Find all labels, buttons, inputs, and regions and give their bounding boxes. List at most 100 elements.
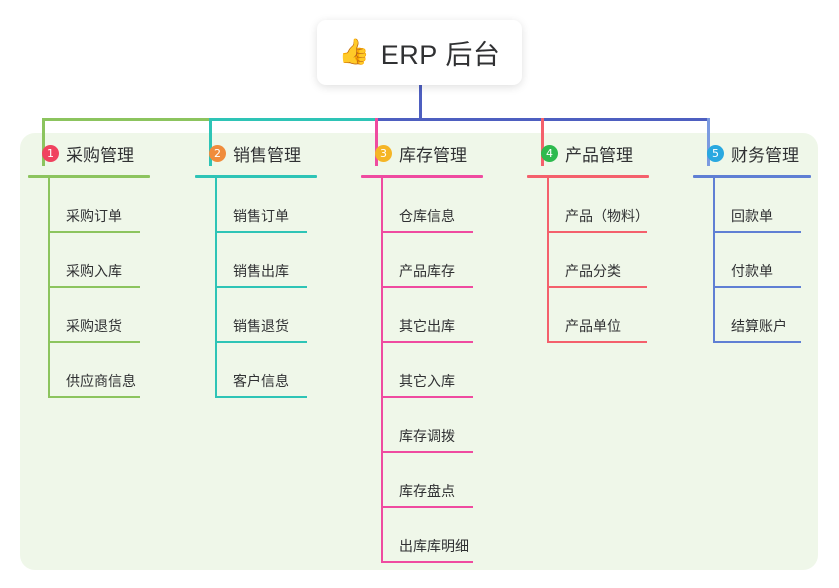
leaf-item-label: 回款单 [731,208,773,224]
leaf-item-label: 仓库信息 [399,208,455,224]
leaf-item-label: 供应商信息 [66,373,136,389]
trunk-line [419,85,422,121]
category-drop-line [42,118,45,166]
category-underline [195,175,317,178]
category-number-badge: 5 [707,144,724,162]
leaf-item[interactable]: 产品（物料） [547,178,679,233]
leaf-underline [381,231,473,233]
bus-segment [209,118,378,121]
leaf-item[interactable]: 结算账户 [713,288,833,343]
bus-segment [541,118,710,121]
leaf-item[interactable]: 采购退货 [48,288,180,343]
leaf-item[interactable]: 采购订单 [48,178,180,233]
category-header-5[interactable]: 5 财务管理 [693,140,833,166]
leaf-spine [48,178,50,398]
leaf-item[interactable]: 付款单 [713,233,833,288]
leaf-underline [381,506,473,508]
root-node-title: ERP 后台 [380,40,501,70]
leaf-item[interactable]: 销售出库 [215,233,347,288]
category-number-badge: 1 [42,144,59,162]
leaf-item-label: 出库库明细 [399,538,469,554]
leaf-item-label: 其它入库 [399,373,455,389]
leaf-underline [48,396,140,398]
category-title: 库存管理 [399,145,467,165]
leaf-underline [381,341,473,343]
leaf-item-label: 销售退货 [233,318,289,334]
leaf-item[interactable]: 产品库存 [381,233,513,288]
leaf-item[interactable]: 其它入库 [381,343,513,398]
leaf-item[interactable]: 客户信息 [215,343,347,398]
leaf-item[interactable]: 产品分类 [547,233,679,288]
leaf-underline [48,231,140,233]
leaf-item-label: 结算账户 [731,318,787,334]
category-underline [361,175,483,178]
leaf-item[interactable]: 采购入库 [48,233,180,288]
leaf-item-label: 产品库存 [399,263,455,279]
leaf-item-label: 采购退货 [66,318,122,334]
leaf-underline [48,341,140,343]
leaf-list: 回款单付款单结算账户 [713,178,833,343]
leaf-item[interactable]: 回款单 [713,178,833,233]
leaf-underline [547,286,647,288]
leaf-underline [381,561,473,563]
leaf-spine [381,178,383,563]
leaf-spine [215,178,217,398]
leaf-item[interactable]: 产品单位 [547,288,679,343]
leaf-underline [713,231,801,233]
categories-panel [20,133,818,570]
leaf-underline [713,286,801,288]
leaf-underline [381,396,473,398]
leaf-item-label: 产品单位 [565,318,621,334]
category-drop-line [375,118,378,166]
leaf-underline [215,341,307,343]
leaf-item-label: 库存盘点 [399,483,455,499]
leaf-underline [215,396,307,398]
category-drop-line [209,118,212,166]
leaf-underline [215,286,307,288]
thumbs-up-icon: 👍 [338,38,370,66]
leaf-list: 销售订单销售出库销售退货客户信息 [215,178,347,398]
category-title: 产品管理 [565,145,633,165]
category-header-4[interactable]: 4 产品管理 [527,140,679,166]
leaf-item[interactable]: 仓库信息 [381,178,513,233]
leaf-item[interactable]: 出库库明细 [381,508,513,563]
leaf-underline [547,231,647,233]
category-number-badge: 4 [541,144,558,162]
leaf-item[interactable]: 其它出库 [381,288,513,343]
bus-segment [42,118,212,121]
leaf-spine [547,178,549,343]
category-title: 销售管理 [233,145,301,165]
category-underline [28,175,150,178]
leaf-item-label: 库存调拨 [399,428,455,444]
leaf-underline [713,341,801,343]
leaf-underline [547,341,647,343]
leaf-list: 采购订单采购入库采购退货供应商信息 [48,178,180,398]
category-drop-line [707,118,710,166]
category-title: 财务管理 [731,145,799,165]
category-column-4: 4 产品管理产品（物料） 产品分类产品单位 [527,140,679,343]
leaf-list: 仓库信息产品库存其它出库其它入库库存调拨库存盘点出库库明细 [381,178,513,563]
leaf-item[interactable]: 供应商信息 [48,343,180,398]
category-drop-line [541,118,544,166]
leaf-item[interactable]: 库存调拨 [381,398,513,453]
leaf-item[interactable]: 销售订单 [215,178,347,233]
leaf-underline [48,286,140,288]
leaf-item-label: 销售订单 [233,208,289,224]
leaf-list: 产品（物料） 产品分类产品单位 [547,178,679,343]
leaf-underline [381,451,473,453]
leaf-item-label: 产品（物料） [565,208,649,224]
leaf-item-label: 客户信息 [233,373,289,389]
leaf-item[interactable]: 销售退货 [215,288,347,343]
root-node-erp-backend[interactable]: 👍 ERP 后台 [317,20,522,85]
leaf-spine [713,178,715,343]
leaf-item-label: 其它出库 [399,318,455,334]
leaf-item-label: 付款单 [731,263,773,279]
leaf-item-label: 销售出库 [233,263,289,279]
leaf-item[interactable]: 库存盘点 [381,453,513,508]
